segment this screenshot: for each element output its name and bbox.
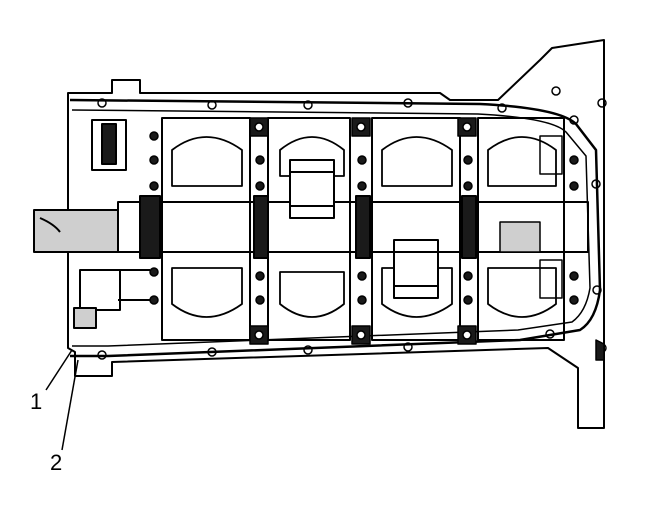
block-outline: [67, 39, 605, 429]
crank-bays: [161, 117, 565, 341]
callout-label-1: 1: [30, 389, 43, 414]
crank-snout: [33, 119, 150, 329]
callout-2-leader: [61, 359, 79, 451]
rear-main-details: [499, 135, 605, 361]
gasket-bolt-holes: [97, 86, 607, 360]
callout-1-leader: [45, 349, 73, 391]
bearing-cap-bolts: [249, 117, 477, 345]
gasket-inner-rail: [71, 109, 591, 347]
callout-label-2: 2: [50, 450, 63, 475]
bay-divider-holes: [149, 131, 579, 305]
gasket-outer-rail: [69, 98, 602, 358]
